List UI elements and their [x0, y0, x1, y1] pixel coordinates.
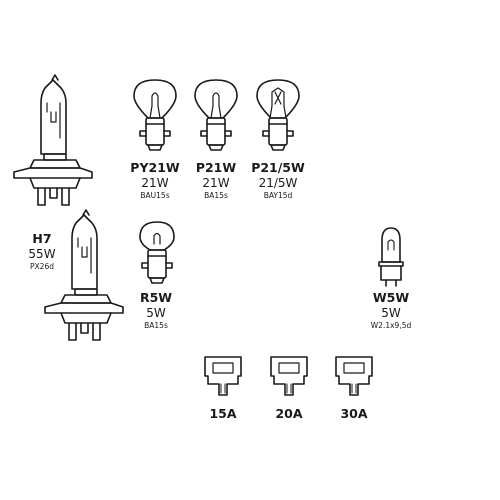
fuse-20a-label: 20A [275, 406, 303, 421]
p21w-bulb-icon [194, 79, 238, 151]
bulb-wattage: 5W [381, 305, 401, 320]
py21w-label: PY21W 21W BAU15s [125, 160, 185, 200]
r5w-bulb-icon [139, 221, 175, 284]
fuse-20a-icon [270, 356, 308, 396]
bulb-base: PX26d [30, 261, 54, 271]
fuse-15a-label: 15A [209, 406, 237, 421]
p21w-label: P21W 21W BA15s [186, 160, 246, 200]
bulb-name: H7 [32, 231, 52, 246]
bulb-wattage: 21W [202, 175, 230, 190]
fuse-15a-icon [204, 356, 242, 396]
bulb-base: BAY15d [263, 190, 293, 200]
h7-bulb-icon-top [13, 74, 93, 206]
h7-bulb-icon [44, 209, 124, 341]
w5w-bulb-icon [378, 227, 404, 287]
bulb-base: BAU15s [140, 190, 170, 200]
bulb-name: PY21W [130, 160, 180, 175]
h7-label: H7 55W PX26d [22, 231, 62, 271]
bulb-base: BA15s [144, 320, 168, 330]
bulb-base: BA15s [204, 190, 228, 200]
bulb-wattage: 5W [146, 305, 166, 320]
bulb-base: W2.1x9,5d [370, 320, 412, 330]
r5w-label: R5W 5W BA15s [130, 290, 182, 330]
fuse-30a-icon [335, 356, 373, 396]
bulb-name: R5W [139, 290, 173, 305]
bulb-name: P21W [195, 160, 237, 175]
bulb-wattage: 55W [28, 246, 56, 261]
bulb-wattage: 21/5W [258, 175, 298, 190]
bulb-name: P21/5W [251, 160, 305, 175]
bulb-wattage: 21W [141, 175, 169, 190]
bulb-name: W5W [372, 290, 410, 305]
p21-5w-label: P21/5W 21/5W BAY15d [248, 160, 308, 200]
p21-5w-bulb-icon [256, 79, 300, 151]
w5w-label: W5W 5W W2.1x9,5d [361, 290, 421, 330]
fuse-30a-label: 30A [340, 406, 368, 421]
py21w-bulb-icon [133, 79, 177, 151]
